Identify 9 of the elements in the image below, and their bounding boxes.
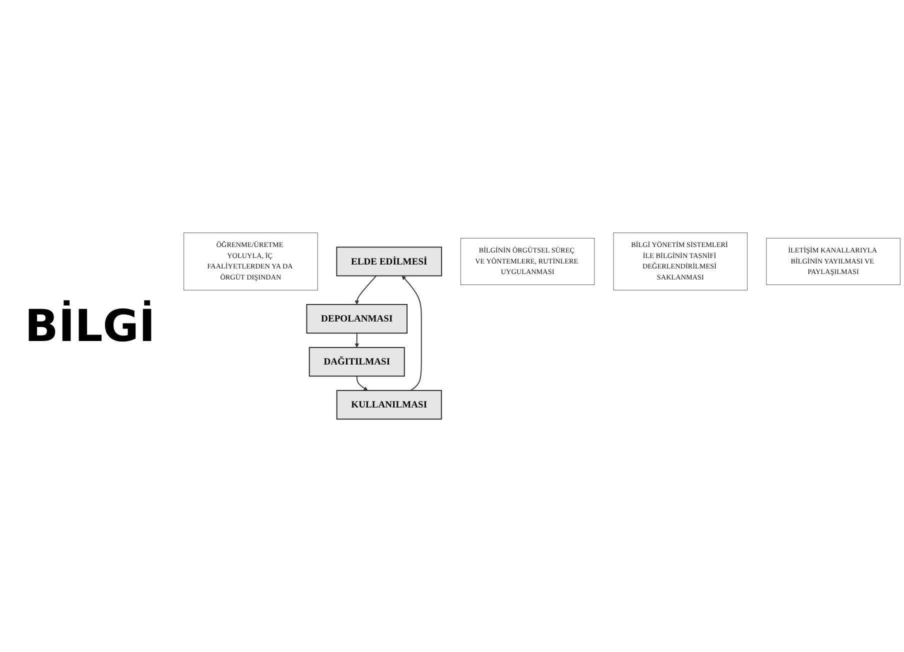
center-title: BİLGİ (24, 300, 156, 352)
arrow (354, 332, 359, 348)
arrow (354, 275, 377, 305)
node-box: DEPOLANMASI (306, 304, 408, 334)
arrow (356, 376, 368, 391)
node-box: DAĞITILMASI (308, 347, 405, 377)
arrow (402, 276, 422, 391)
node-box: KULLANILMASI (336, 390, 442, 420)
node-box: ELDE EDİLMESİ (336, 246, 442, 276)
